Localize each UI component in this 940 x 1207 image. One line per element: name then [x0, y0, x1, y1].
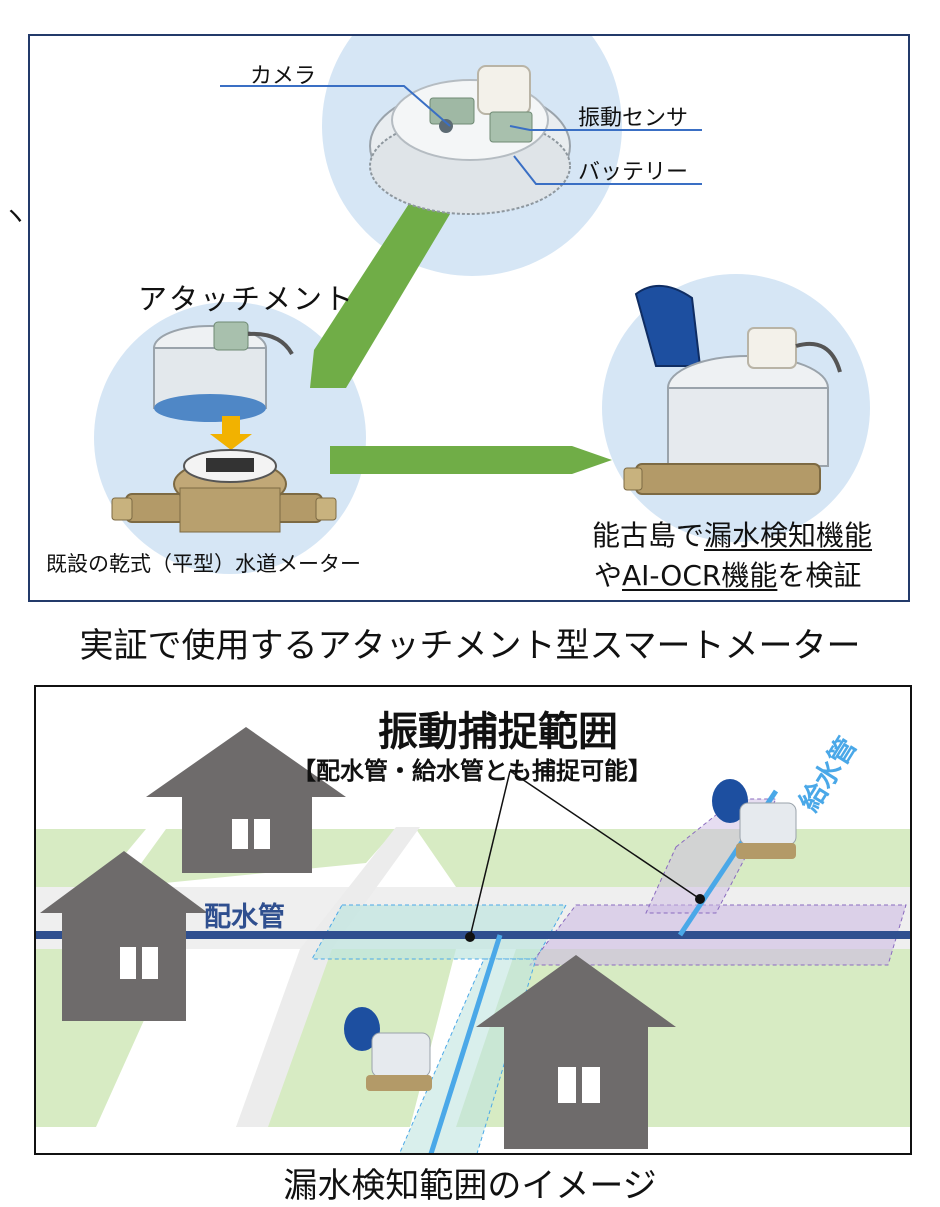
- smart-meter-panel: カメラ 振動センサ バッテリー アタッチメント 既設の乾式（平型）水道メーター …: [28, 34, 910, 602]
- ai-ocr-feature: AI-OCR機能: [622, 559, 778, 592]
- camera-label: カメラ: [250, 64, 317, 89]
- top-caption: 実証で使用するアタッチメント型スマートメーター: [79, 626, 861, 666]
- sensor-unit-illustration: [369, 65, 571, 215]
- existing-meter-illustration: [111, 449, 337, 533]
- result-line-1-lead: 能古島で: [592, 519, 705, 552]
- result-line-2: やAI-OCR機能を検証: [594, 554, 861, 594]
- meter-left: [344, 1007, 432, 1091]
- result-line-1: 能古島で漏水検知機能: [592, 514, 872, 554]
- detection-range-illustration: [36, 727, 910, 1153]
- house-lower: [476, 955, 676, 1149]
- distribution-pipe-label: 配水管: [204, 902, 285, 933]
- vibration-sensor-label: 振動センサ: [578, 106, 689, 131]
- detection-range-subtitle: 【配水管・給水管とも捕捉可能】: [292, 757, 652, 785]
- side-mark: ヽ: [2, 202, 29, 232]
- detection-range-title: 振動捕捉範囲: [378, 709, 618, 755]
- cross-road: [236, 827, 420, 1127]
- house-left: [40, 851, 208, 1021]
- lawn-upper-left: [36, 829, 146, 889]
- detection-range-panel: 振動捕捉範囲 【配水管・給水管とも捕捉可能】 配水管 給水管: [34, 685, 912, 1155]
- yellow-arrow-down: [210, 416, 252, 450]
- meter-right: [712, 779, 797, 859]
- service-pipe-left: [428, 934, 503, 1153]
- house-upper-left: [146, 727, 346, 873]
- attachment-illustration: [153, 321, 294, 422]
- smart-meter-illustration: [94, 36, 870, 574]
- battery-label: バッテリー: [578, 160, 689, 185]
- leak-detection-feature: 漏水検知機能: [704, 519, 873, 552]
- attachment-label: アタッチメント: [138, 282, 356, 316]
- green-arrow-down: [310, 196, 450, 388]
- installed-meter-illustration: [623, 284, 842, 495]
- result-line-2-tail: を検証: [777, 559, 862, 592]
- existing-meter-label: 既設の乾式（平型）水道メーター: [46, 552, 361, 576]
- green-arrow-right: [330, 446, 612, 474]
- bottom-caption: 漏水検知範囲のイメージ: [283, 1166, 657, 1206]
- result-line-2-lead: や: [594, 559, 623, 592]
